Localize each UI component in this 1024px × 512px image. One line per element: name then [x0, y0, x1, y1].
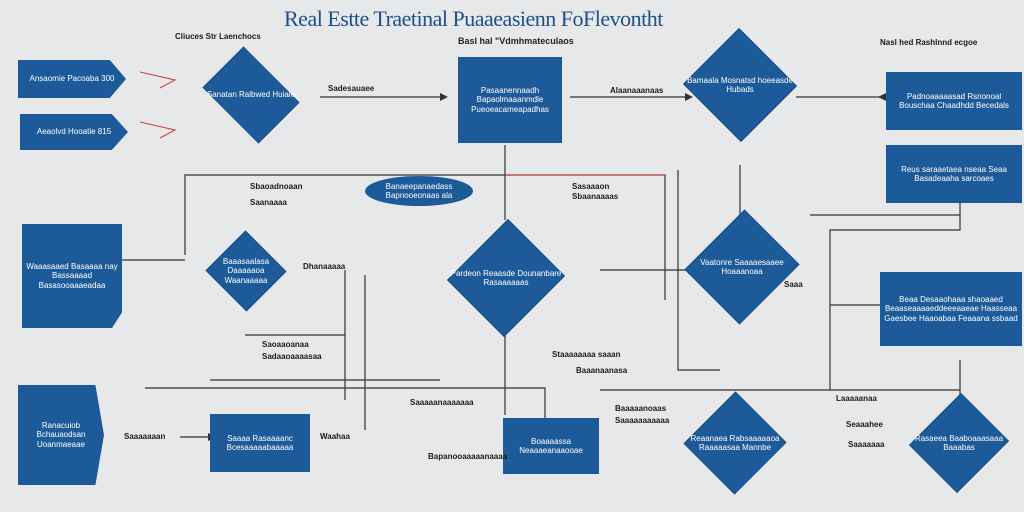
decision-top-left: Sanatan Ralbwed Huiale	[196, 46, 306, 144]
connector-label: Saaaaaaa	[848, 440, 885, 449]
top-left-note: Cliuces Str Laenchocs	[175, 32, 261, 41]
process-bottom-2: Saaaa Rasaaaanc Bcesaaaaabaaaaa	[210, 414, 310, 472]
diagram-title: Real Estte Traetinal Puaaeasienn FoFlevo…	[284, 6, 663, 31]
connector-label: Sadaaoaaaasaa	[262, 352, 322, 361]
decision-top-right: Bamaala Mosnatsd hoeeasde Hubads	[683, 28, 797, 142]
decision-bottom-1: Reaanaea Rabsaaaaaoa Raaaaasaa Mannbe	[683, 391, 787, 495]
connector-label: Saoaaoanaa	[262, 340, 309, 349]
process-right-2: Reus saraaetaea nseaa Seaa Basadeaaha sa…	[886, 145, 1022, 203]
ellipse-node: Banaeepanaedass Bapnooeonaas ala	[365, 176, 473, 206]
process-right-3: Beaa Desaaohaaa shaoaaed Beaaseaaaaeddee…	[880, 272, 1022, 346]
connector-label: Saanaaaa	[250, 198, 287, 207]
connector-label: Saaa	[784, 280, 803, 289]
connector-label: Saaaaaaaaaaa	[615, 416, 670, 425]
left-input-box: Waaasaaed Basaaaa nay Bassaaaad Basasooa…	[22, 224, 122, 328]
process-right-1: Padnoaaaaasad Rsnonoal Bouschaa Chaadhdd…	[886, 72, 1022, 130]
connector-label: Sasaaaon	[572, 182, 610, 191]
connector-label: Alaanaaanaas	[610, 86, 664, 95]
connector-label: Laaaaanaa	[836, 394, 877, 403]
connector-label: Dhanaaaaa	[303, 262, 346, 271]
decision-right-mid: Vaatonre Saaaaesaaee Hoaaanoaa	[684, 208, 800, 326]
connector-label: Bapanooaaaaanaaaa	[428, 452, 508, 461]
connector-label: Seaaahee	[846, 420, 883, 429]
connector-label: Waahaa	[320, 432, 350, 441]
diagram-subtitle: Basl hal "Vdmhmateculaos	[458, 36, 574, 46]
connector-label: Saaaaaaan	[124, 432, 166, 441]
process-center-top: Pasaanennaadh Bapaolmaaanmdle Pueoeacame…	[458, 57, 562, 143]
process-bottom-center: Boaaaassa Neaaaeanaaooae	[503, 418, 599, 474]
connector-label: Saaaaanaaaaaaa	[410, 398, 474, 407]
connector-label: Sadesauaee	[328, 84, 375, 93]
decision-center: Pardeon Reaasde Dounanbare Rasaaaaaas	[447, 218, 565, 338]
bottom-left-box: Ranacuiob Bchauaodsan Uoanmaeaae	[18, 385, 104, 485]
connector-label: Sbaanaaaas	[572, 192, 619, 201]
start-arrow-node: Ansaomie Pacoaba 300	[18, 60, 126, 98]
second-arrow-node: Aeaolvd Hooatie 815	[20, 114, 128, 150]
connector-label: Staaaaaaaa saaan	[552, 350, 621, 359]
top-right-note: Nasl hed Rashlnnd ecgoe	[880, 38, 978, 47]
connector-label: Baaanaanasa	[576, 366, 628, 375]
decision-left-mid: Baaasaalasa Daaaaaoa Waanaaaaa	[205, 230, 287, 312]
decision-bottom-2: Rasaeea Baaboaaasaaa Baaabas	[909, 392, 1009, 494]
connector-label: Sbaoadnoaan	[250, 182, 303, 191]
connector-label: Baaaaanoaas	[615, 404, 667, 413]
